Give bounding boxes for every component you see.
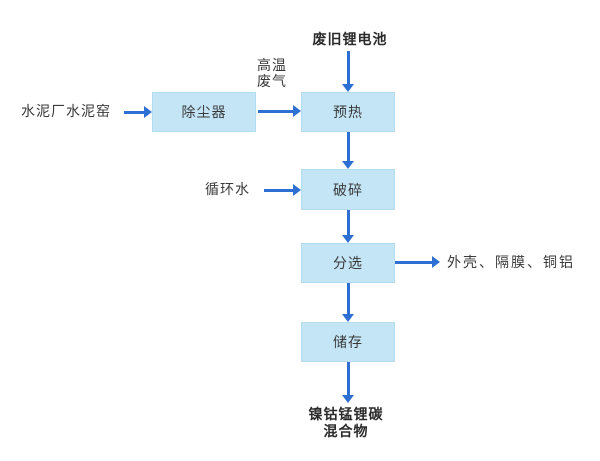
- arrow-right-icon: [293, 184, 301, 196]
- node-crush: 破碎: [301, 169, 395, 210]
- arrow-right-icon: [144, 106, 152, 118]
- node-store: 储存: [301, 322, 395, 362]
- arrow-shaft: [346, 283, 350, 315]
- arrow-right-icon: [293, 105, 301, 117]
- label-hot-exhaust-gas: 高温 废气: [257, 57, 297, 89]
- arrow-shaft: [395, 260, 433, 264]
- label-final-product-line2: 混合物: [323, 422, 369, 439]
- arrow-down-icon: [342, 161, 354, 169]
- label-circulating-water: 循环水: [205, 181, 250, 197]
- label-waste-battery: 废旧锂电池: [312, 31, 388, 47]
- arrow-shaft: [346, 362, 350, 396]
- arrow-shaft: [264, 188, 294, 192]
- arrow-water-to-crush: [264, 184, 301, 196]
- arrow-crush-to-sort: [342, 210, 354, 243]
- arrow-down-icon: [342, 314, 354, 322]
- arrow-sort-to-outputs: [395, 256, 440, 268]
- label-separation-outputs: 外壳、隔膜、铜铝: [447, 254, 575, 270]
- arrow-preheat-to-crush: [342, 132, 354, 169]
- arrow-store-to-final-product: [342, 362, 354, 403]
- arrow-sort-to-store: [342, 283, 354, 322]
- arrow-shaft: [346, 210, 350, 236]
- node-dust-remover: 除尘器: [152, 92, 256, 132]
- arrow-battery-to-preheat: [342, 51, 354, 92]
- arrow-right-icon: [432, 256, 440, 268]
- arrow-shaft: [346, 132, 350, 162]
- arrow-shaft: [346, 51, 350, 85]
- label-final-product-line1: 镍钴锰锂碳: [308, 406, 384, 422]
- node-preheat: 预热: [301, 92, 395, 132]
- arrow-dust-remover-to-preheat: [258, 105, 301, 117]
- label-cement-kiln: 水泥厂水泥窑: [21, 103, 111, 119]
- arrow-shaft: [258, 109, 294, 113]
- label-hot-exhaust-gas-line1: 高温: [257, 57, 287, 73]
- arrow-shaft: [124, 110, 145, 114]
- label-hot-exhaust-gas-line2: 废气: [257, 72, 287, 89]
- arrow-down-icon: [342, 84, 354, 92]
- arrow-cement-kiln-to-dust-remover: [124, 106, 152, 118]
- node-sort: 分选: [301, 243, 395, 283]
- label-final-product: 镍钴锰锂碳 混合物: [286, 406, 406, 439]
- arrow-down-icon: [342, 395, 354, 403]
- arrow-down-icon: [342, 235, 354, 243]
